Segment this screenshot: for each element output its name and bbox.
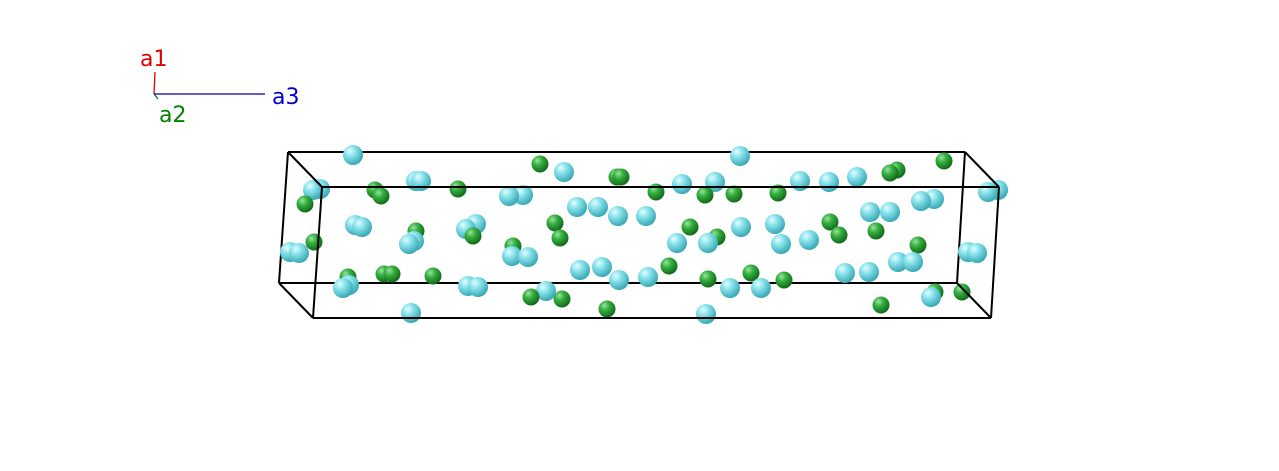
atom-cyan <box>401 303 421 323</box>
atom-cyan <box>592 257 612 277</box>
atom-cyan <box>751 278 771 298</box>
atom-green <box>775 271 793 289</box>
atom-cyan <box>567 197 587 217</box>
atom-green <box>725 185 743 203</box>
atom-cyan <box>588 197 608 217</box>
atom-cyan <box>978 182 998 202</box>
atom-cyan <box>835 263 855 283</box>
atom-green <box>830 226 848 244</box>
atom-cyan <box>731 217 751 237</box>
atom-cyan <box>667 233 687 253</box>
atom-green <box>464 227 482 245</box>
atom-cyan <box>720 278 740 298</box>
atom-cyan <box>636 206 656 226</box>
atom-cyan <box>608 206 628 226</box>
atom-green <box>449 180 467 198</box>
atom-cyan <box>860 202 880 222</box>
a1-axis-label: a1 <box>140 47 167 72</box>
atom-green <box>769 184 787 202</box>
atom-cyan <box>819 172 839 192</box>
atom-green <box>909 236 927 254</box>
atom-cyan <box>399 234 419 254</box>
atom-green <box>305 233 323 251</box>
atom-cyan <box>554 162 574 182</box>
atom-cyan <box>799 230 819 250</box>
atom-green <box>699 270 717 288</box>
atom-green <box>872 296 890 314</box>
atom-cyan <box>502 246 522 266</box>
atom-cyan <box>880 202 900 222</box>
atom-cyan <box>518 247 538 267</box>
atom-green <box>612 168 630 186</box>
atom-cyan <box>698 233 718 253</box>
atom-green <box>681 218 699 236</box>
atom-green <box>867 222 885 240</box>
atom-green <box>881 164 899 182</box>
atom-cyan <box>289 243 309 263</box>
atom-green <box>598 300 616 318</box>
atom-cyan <box>303 180 323 200</box>
unit-cell-front <box>278 151 1000 319</box>
atom-cyan <box>888 252 908 272</box>
a1-axis-line <box>153 71 156 95</box>
atom-green <box>424 267 442 285</box>
atom-cyan <box>499 186 519 206</box>
atom-cyan <box>536 281 556 301</box>
atom-cyan <box>638 267 658 287</box>
a2-axis-line <box>153 93 159 100</box>
atom-green <box>531 155 549 173</box>
a3-axis-label: a3 <box>272 85 299 110</box>
atom-green <box>742 264 760 282</box>
atom-green <box>553 290 571 308</box>
atom-cyan <box>468 277 488 297</box>
atom-cyan <box>343 145 363 165</box>
atom-cyan <box>730 146 750 166</box>
atom-cyan <box>911 191 931 211</box>
atom-cyan <box>903 252 923 272</box>
atom-cyan <box>672 174 692 194</box>
atom-cyan <box>570 260 590 280</box>
atom-green <box>522 288 540 306</box>
atom-green <box>546 214 564 232</box>
atom-cyan <box>765 214 785 234</box>
atom-cyan <box>333 278 353 298</box>
atom-cyan <box>847 167 867 187</box>
atom-green <box>953 283 971 301</box>
atom-cyan <box>859 262 879 282</box>
a2-axis-label: a2 <box>159 103 186 128</box>
atom-cyan <box>921 287 941 307</box>
atom-cyan <box>967 243 987 263</box>
atom-cyan <box>771 234 791 254</box>
atom-green <box>383 265 401 283</box>
atom-green <box>372 187 390 205</box>
atom-green <box>660 257 678 275</box>
axis-indicator: a1 a2 a3 <box>140 47 299 128</box>
atom-cyan <box>352 217 372 237</box>
atoms-group <box>280 145 1008 324</box>
atom-green <box>696 186 714 204</box>
atom-green <box>296 195 314 213</box>
atom-cyan <box>609 270 629 290</box>
atom-cyan <box>696 304 716 324</box>
atom-green <box>935 152 953 170</box>
atom-green <box>551 229 569 247</box>
atom-green <box>821 213 839 231</box>
